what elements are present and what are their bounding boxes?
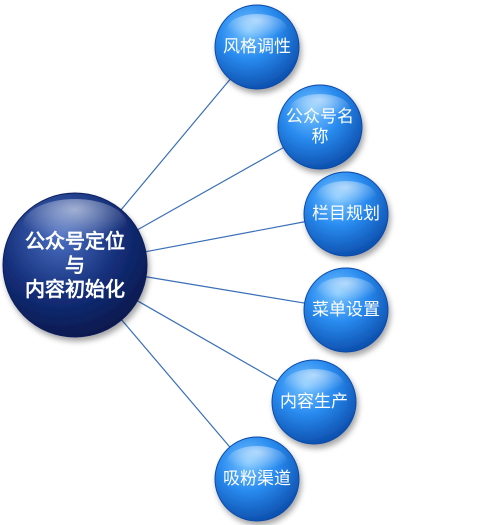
branch-highlight-name (290, 94, 350, 124)
branch-highlight-followers (227, 446, 287, 476)
branch-label-production-line-1: 内容生产 (280, 392, 348, 412)
connector-followers (118, 316, 232, 449)
branch-label-menu-line-1: 菜单设置 (312, 300, 380, 320)
branch-label-style-line-1: 风格调性 (223, 37, 291, 57)
hub-node: 公众号定位 与 内容初始化 (2, 192, 148, 338)
connector-columns (141, 220, 307, 254)
branch-node-columns: 栏目规划 (303, 171, 389, 257)
hub-label-line-2: 与 (65, 253, 85, 277)
branch-node-style: 风格调性 (214, 4, 300, 90)
connector-lines (118, 77, 307, 449)
branch-label-followers-line-1: 吸粉渠道 (223, 469, 291, 489)
branch-label-name-line-1: 公众号名 (286, 107, 354, 127)
branch-node-production: 内容生产 (271, 359, 357, 445)
branch-highlight-production (284, 369, 344, 399)
connector-production (133, 298, 280, 383)
branch-highlight-menu (316, 277, 376, 307)
hub-highlight (23, 199, 127, 251)
hub-label-line-1: 公众号定位 (25, 229, 125, 253)
branch-highlight-columns (316, 181, 376, 211)
connector-style (118, 77, 232, 214)
branch-highlight-style (227, 14, 287, 44)
hub-label-line-3: 内容初始化 (25, 277, 125, 301)
branch-label-name-line-2: 称 (312, 127, 329, 147)
connector-name (133, 146, 286, 233)
branch-node-followers: 吸粉渠道 (214, 436, 300, 522)
branch-label-columns-line-1: 栏目规划 (312, 204, 380, 224)
connector-menu (141, 275, 307, 305)
branch-node-menu: 菜单设置 (303, 267, 389, 353)
